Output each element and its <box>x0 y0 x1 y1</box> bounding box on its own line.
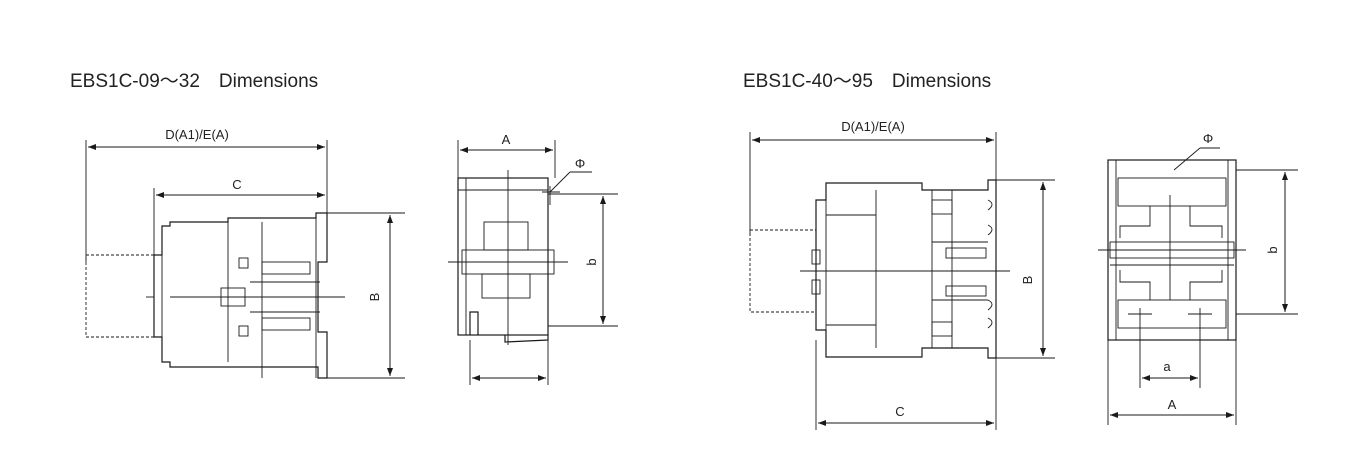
right-dim-a-small-label: a <box>1163 359 1171 374</box>
right-side-view: D(A1)/E(A) C B <box>749 119 1055 430</box>
left-front-view: A Φ b <box>448 132 618 385</box>
right-dim-c-label: C <box>895 404 904 419</box>
left-dim-c-label: C <box>232 177 241 192</box>
left-dim-b-small-label: b <box>584 258 599 265</box>
right-dim-a-label: A <box>1168 397 1177 412</box>
right-dim-b-small-label: b <box>1265 246 1280 253</box>
right-front-view: Φ b a A <box>1098 131 1298 425</box>
right-dim-b-big-label: B <box>1020 276 1035 285</box>
left-dim-phi-label: Φ <box>575 156 585 171</box>
right-dim-phi-label: Φ <box>1203 131 1213 146</box>
right-title: EBS1C-40～95 Dimensions <box>743 71 992 92</box>
left-dim-b-big-label: B <box>367 293 382 302</box>
left-coil-outline <box>85 254 155 338</box>
left-dim-d-label: D(A1)/E(A) <box>165 127 229 142</box>
left-dim-a-label: A <box>502 132 511 147</box>
left-side-view: D(A1)/E(A) C B <box>85 127 405 379</box>
right-dim-d-label: D(A1)/E(A) <box>841 119 905 134</box>
left-title: EBS1C-09～32 Dimensions <box>70 71 319 92</box>
